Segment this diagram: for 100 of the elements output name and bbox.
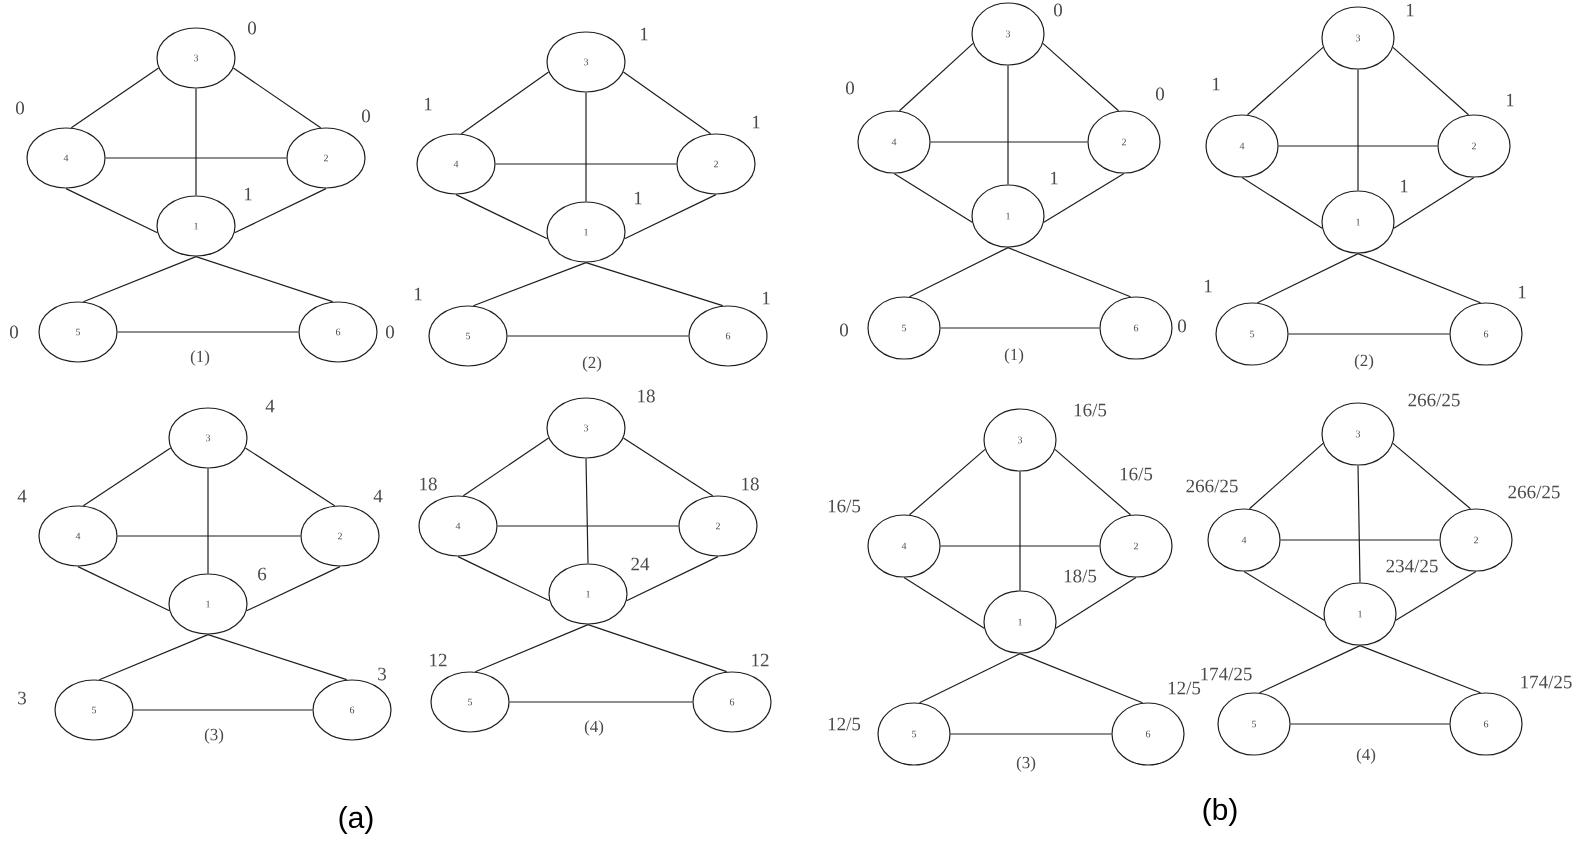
value-label: 0: [16, 101, 25, 115]
value-label: 1: [1212, 77, 1220, 91]
panel-label: (a): [339, 806, 373, 834]
edge-line: [457, 556, 550, 602]
caption: (3): [1016, 756, 1036, 772]
value-label: 266/25: [1408, 393, 1460, 407]
edge-line: [207, 634, 348, 681]
value-label: 16/5: [1074, 403, 1107, 417]
value-label: 12/5: [828, 717, 861, 731]
edge-line: [244, 447, 336, 507]
panel-label: (b): [1203, 798, 1237, 826]
value-label: 1: [414, 287, 422, 301]
value-label: 4: [265, 399, 275, 413]
edge-line: [117, 331, 299, 333]
value-label: 12: [752, 653, 769, 667]
value-label: 1: [424, 97, 432, 111]
edge-line: [1054, 448, 1132, 516]
value-label: 18: [420, 477, 437, 491]
edge-line: [507, 335, 689, 337]
edge-line: [1393, 177, 1475, 229]
value-label: 1: [640, 27, 648, 41]
edge-line: [585, 262, 724, 307]
edge-line: [1290, 723, 1450, 725]
edge-line: [1256, 253, 1359, 304]
value-label: 0: [1054, 3, 1063, 17]
edge-line: [930, 141, 1088, 143]
caption: (1): [1004, 348, 1024, 364]
value-label: 1: [1518, 285, 1526, 299]
edge-line: [474, 624, 589, 673]
edge-line: [585, 458, 589, 564]
value-label: 1: [1204, 279, 1212, 293]
value-label: 234/25: [1386, 559, 1438, 573]
value-label: 4: [17, 489, 27, 503]
edge-line: [70, 67, 160, 129]
edge-line: [585, 92, 587, 202]
edge-line: [1007, 65, 1009, 185]
edge-line: [1243, 571, 1325, 621]
edge-line: [1248, 442, 1324, 510]
value-label: 16/5: [1120, 467, 1153, 481]
edge-line: [460, 71, 550, 135]
edge-line: [65, 188, 158, 234]
edge-line: [1392, 442, 1472, 510]
edge-line: [1278, 145, 1438, 147]
edge-line: [455, 194, 548, 240]
value-label: 266/25: [1508, 485, 1560, 499]
edge-line: [82, 447, 172, 507]
edge-line: [626, 556, 719, 602]
value-label: 18/5: [1064, 569, 1097, 583]
edge-line: [1055, 577, 1137, 629]
edge-line: [495, 163, 677, 165]
edge-line: [1359, 645, 1482, 694]
value-label: 16/5: [828, 499, 861, 513]
edge-line: [1280, 539, 1440, 541]
value-label: 1: [1050, 171, 1058, 185]
edge-line: [1246, 46, 1324, 116]
caption: (4): [584, 720, 604, 736]
edge-line: [497, 525, 679, 527]
edge-line: [950, 733, 1112, 735]
edge-line: [82, 256, 197, 303]
edge-line: [624, 194, 717, 240]
edge-line: [472, 262, 587, 307]
edge-line: [622, 71, 712, 135]
value-label: 0: [248, 21, 257, 35]
edge-line: [1043, 173, 1125, 223]
value-label: 6: [258, 567, 267, 581]
edge-line: [908, 448, 986, 516]
edge-line: [903, 577, 985, 629]
caption: (3): [204, 728, 224, 744]
edge-line: [207, 468, 209, 574]
edge-line: [898, 42, 974, 112]
value-label: 0: [10, 325, 19, 339]
edge-line: [117, 535, 301, 537]
value-label: 0: [1178, 319, 1187, 333]
edge-line: [893, 173, 973, 223]
value-label: 1: [1506, 93, 1514, 107]
edge-line: [1357, 253, 1482, 304]
edge-line: [940, 327, 1100, 329]
value-label: 0: [1156, 87, 1165, 101]
edge-line: [1241, 177, 1323, 229]
value-label: 1: [244, 187, 252, 201]
value-label: 0: [840, 323, 849, 337]
caption: (4): [1356, 748, 1376, 764]
value-label: 1: [1406, 3, 1414, 17]
edge-line: [195, 256, 334, 303]
value-label: 0: [362, 109, 371, 123]
value-label: 1: [752, 115, 760, 129]
value-label: 0: [386, 325, 395, 339]
edge-line: [105, 157, 287, 159]
caption: (2): [1354, 354, 1374, 370]
value-label: 12/5: [1168, 681, 1201, 695]
edge-line: [98, 634, 209, 681]
value-label: 1: [762, 291, 770, 305]
value-label: 266/25: [1186, 479, 1238, 493]
edge-line: [509, 701, 693, 703]
edge-line: [1357, 69, 1359, 191]
value-label: 24: [631, 557, 650, 571]
value-label: 3: [18, 691, 26, 705]
edge-line: [1042, 42, 1120, 112]
value-label: 12: [430, 653, 447, 667]
value-label: 1: [634, 191, 642, 205]
